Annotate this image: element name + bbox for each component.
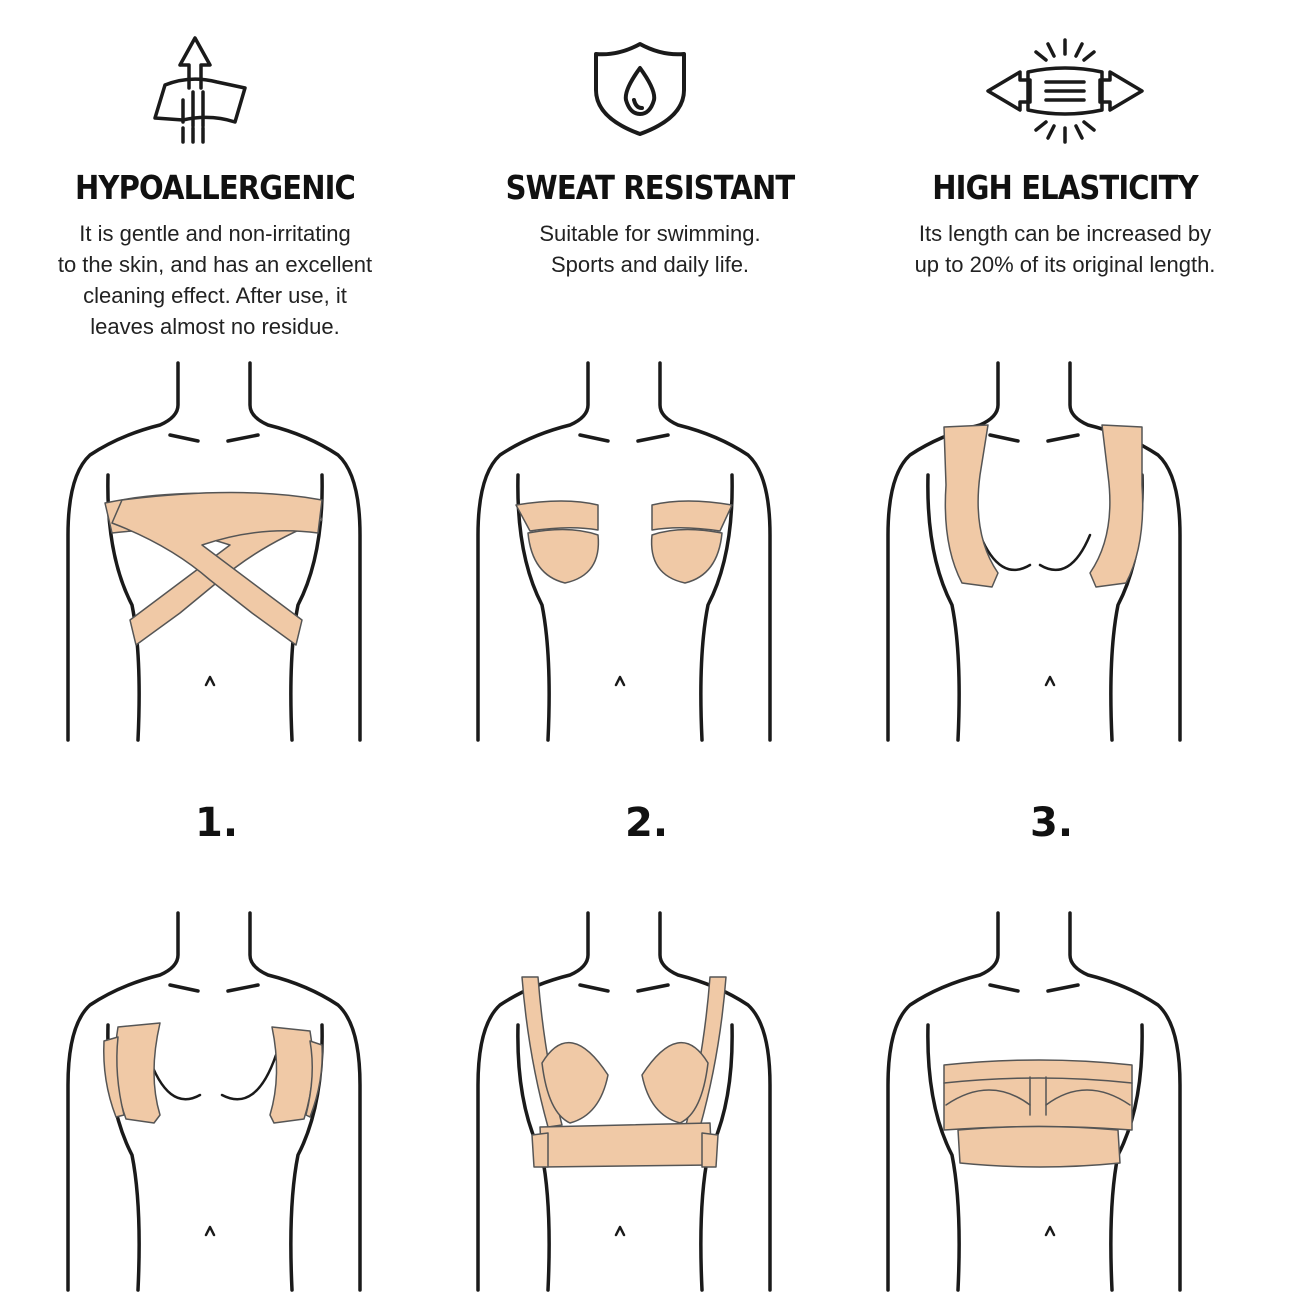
torso-outline (476, 361, 772, 742)
feature-high-elasticity: HIGH ELASTICITY Its length can be increa… (850, 0, 1280, 350)
illustration-lift-pads (470, 355, 790, 745)
description-line: Its length can be increased by (918, 221, 1212, 246)
feature-title: HYPOALLERGENIC (74, 168, 356, 207)
illustration-side-wrap (60, 905, 380, 1295)
description-line: Suitable for swimming. (539, 221, 761, 246)
tape-lift-pads (515, 500, 733, 584)
description-line: up to 20% of its original length. (914, 252, 1216, 277)
tape-bra (521, 976, 727, 1168)
feature-title: SWEAT RESISTANT (505, 168, 796, 207)
feature-hypoallergenic: HYPOALLERGENIC It is gentle and non-irri… (0, 0, 430, 350)
tape-cross (104, 491, 323, 646)
illustration-bandeau (880, 905, 1200, 1295)
feature-sweat-resistant: SWEAT RESISTANT Suitable for swimming. S… (430, 0, 870, 350)
stretch-arrows-icon (980, 36, 1150, 146)
torso-outline (886, 361, 1182, 742)
step-number: 1. (195, 800, 239, 846)
step-number: 3. (1030, 800, 1074, 846)
fabric-arrows-icon (135, 30, 255, 145)
tape-side-strips (103, 1022, 323, 1124)
description-line: Sports and daily life. (550, 252, 750, 277)
tape-side-strips (943, 424, 1144, 588)
step-number: 2. (625, 800, 669, 846)
feature-description: Suitable for swimming. Sports and daily … (430, 218, 870, 280)
illustration-cross-tape (60, 355, 380, 745)
tape-bandeau (943, 1059, 1133, 1168)
torso-outline (476, 911, 772, 1292)
illustration-bra-strap (470, 905, 790, 1295)
description-line: It is gentle and non-irritating (79, 221, 351, 246)
description-line: to the skin, and has an excellent (57, 252, 373, 277)
shield-drop-icon (590, 38, 690, 138)
feature-title: HIGH ELASTICITY (932, 168, 1198, 207)
feature-description: It is gentle and non-irritating to the s… (0, 218, 430, 342)
feature-description: Its length can be increased by up to 20%… (850, 218, 1280, 280)
illustration-side-lift (880, 355, 1200, 745)
description-line: cleaning effect. After use, it (83, 283, 347, 308)
description-line: leaves almost no residue. (90, 314, 340, 339)
